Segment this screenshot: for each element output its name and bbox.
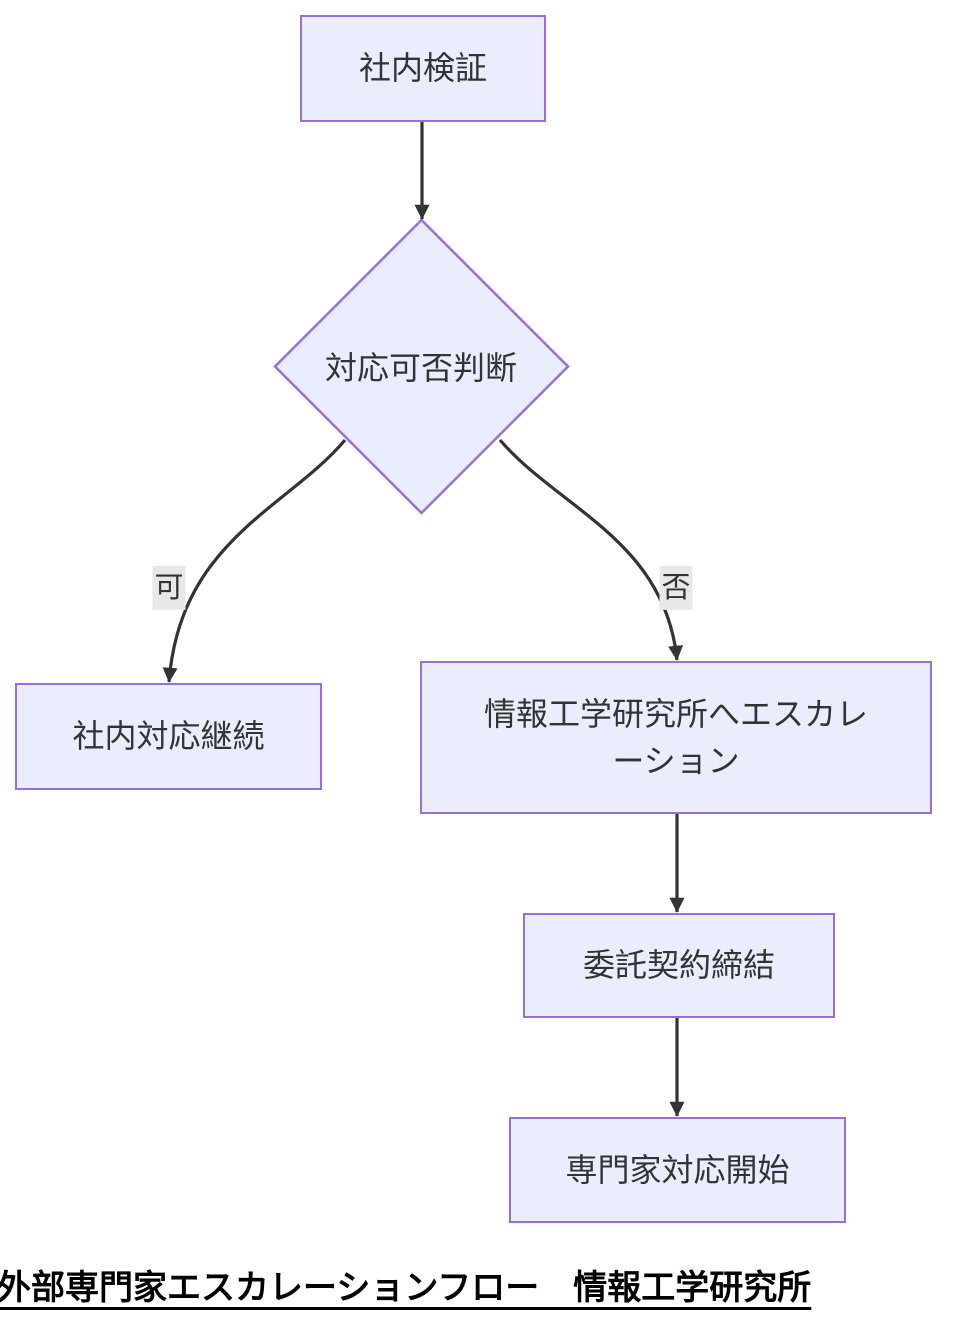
node-label: 情報工学研究所へエスカレーション xyxy=(483,696,868,779)
node-contract: 委託契約締結 xyxy=(523,913,835,1018)
node-escalation: 情報工学研究所へエスカレーション xyxy=(420,661,932,814)
node-expert-start: 専門家対応開始 xyxy=(509,1117,846,1223)
edge-decision-to-escalation xyxy=(498,438,684,661)
node-label: 委託契約締結 xyxy=(582,947,775,984)
diagram-caption: 外部専門家エスカレーションフロー 情報工学研究所 xyxy=(0,1269,812,1307)
decision-diamond-shape xyxy=(273,218,570,515)
node-internal-verification: 社内検証 xyxy=(300,15,546,122)
node-continue-internal: 社内対応継続 xyxy=(15,683,322,790)
edge-decision-to-continue xyxy=(162,438,347,683)
node-label: 社内検証 xyxy=(358,50,487,87)
node-label: 社内対応継続 xyxy=(72,718,265,755)
edge-label-no: 否 xyxy=(659,565,693,611)
node-decision-label: 対応可否判断 xyxy=(324,350,518,386)
edge-label-yes: 可 xyxy=(152,565,186,611)
node-label: 専門家対応開始 xyxy=(565,1151,790,1188)
